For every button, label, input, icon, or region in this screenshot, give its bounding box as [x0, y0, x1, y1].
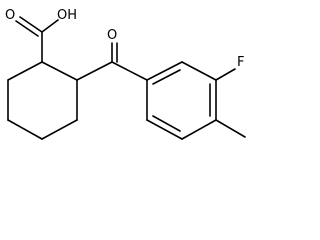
cyclohexane-ring	[7, 61, 78, 140]
fluorine-substituent: F	[215, 55, 244, 81]
benzene-bond-2	[181, 61, 217, 81]
benzene-bond-5	[146, 119, 183, 140]
bond-carboxyl-double-o-a	[19, 16, 43, 33]
ring-bond-c3-c4	[41, 119, 78, 140]
ring-bond-c1-c2	[41, 61, 78, 81]
benzene-bond-1	[146, 61, 183, 81]
bond-carboxyl-oh	[41, 19, 59, 33]
bond-benzene-to-methyl	[215, 119, 246, 138]
structure-canvas: O OH O F	[5, 8, 246, 140]
chemical-structure-diagram: O OH O F	[5, 8, 246, 140]
bond-ketone-to-benzene	[111, 61, 148, 81]
carboxylic-acid-group: O OH	[5, 8, 77, 63]
bond-carboxyl-double-o-b	[15, 20, 39, 37]
benzene-inner-double-1	[152, 69, 181, 85]
ketone-o-label: O	[107, 28, 117, 43]
benzene-ring	[146, 61, 217, 140]
carboxyl-o-label: O	[5, 8, 15, 23]
ketone-group: O	[76, 28, 148, 81]
methyl-substituent	[215, 119, 246, 138]
benzene-bond-4	[181, 119, 217, 140]
bond-ring-to-ketone	[76, 61, 113, 81]
ring-bond-c6-c1	[7, 61, 43, 81]
carboxyl-oh-label: OH	[57, 8, 77, 23]
bond-benzene-to-f	[215, 68, 236, 81]
benzene-inner-double-3	[152, 115, 181, 132]
fluorine-label: F	[237, 55, 244, 70]
ring-bond-c4-c5	[7, 119, 43, 140]
